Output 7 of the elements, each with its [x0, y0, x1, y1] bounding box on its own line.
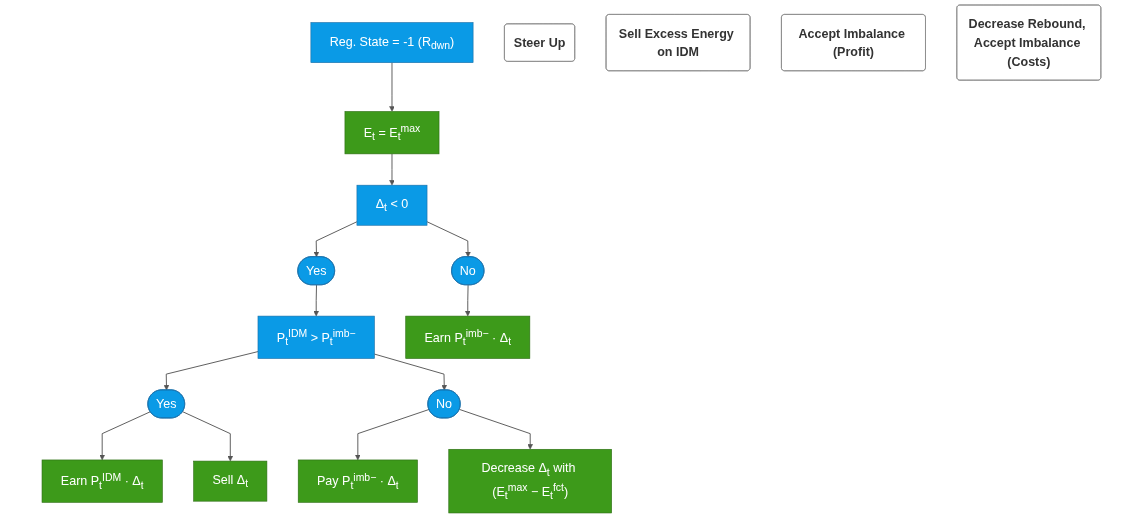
node-box: Sell Δ$_{t}$	[193, 460, 268, 502]
node-box: Reg. State = -1 (R$_{dwn}$)	[310, 22, 474, 63]
node-box: Earn P$_{t}$$^{imb−}$ · Δ$_{t}$	[405, 315, 531, 359]
node-box: Pay P$_{t}$$^{imb−}$ · Δ$_{t}$	[297, 459, 418, 503]
node-box: Δ$_{t}$ < 0	[356, 184, 428, 226]
node-box: Earn P$_{t}$$^{IDM}$ · Δ$_{t}$	[41, 459, 163, 503]
node-box: Decrease Δ$_{t}$ with (E$_{t}$$^{max}$ − E$_{t}$$^{fct}$)	[448, 449, 612, 514]
